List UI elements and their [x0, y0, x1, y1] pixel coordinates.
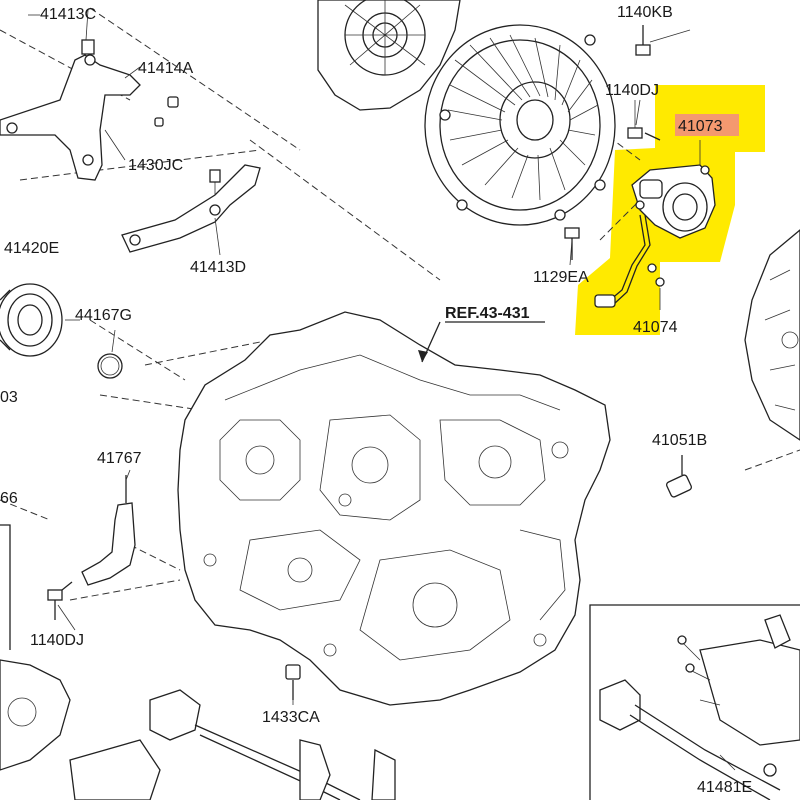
label-1430jc: 1430JC [128, 157, 183, 174]
bolt-1140dj-right [627, 100, 661, 141]
label-41051b: 41051B [652, 432, 707, 449]
label-41481e: 41481E [697, 779, 752, 796]
label-1140dj-right: 1140DJ [605, 82, 659, 99]
label-66: 66 [0, 490, 18, 507]
label-1140kb: 1140KB [617, 4, 673, 21]
bracket-41767 [81, 475, 136, 586]
engine-fragment-right [744, 229, 800, 441]
shift-cable-left [69, 689, 396, 800]
label-44167g: 44167G [75, 307, 132, 324]
hydraulic-line-41074 [594, 214, 665, 308]
label-highlight-41073 [675, 114, 739, 136]
clutch-cover [424, 24, 616, 226]
leader-lines [28, 14, 736, 771]
slave-cylinder-41073 [631, 140, 716, 239]
plug-41051b [665, 455, 693, 498]
label-1140dj-left: 1140DJ [30, 632, 84, 649]
label-41413d: 41413D [190, 259, 246, 276]
label-41420e: 41420E [4, 240, 59, 257]
label-03: 03 [0, 389, 18, 406]
clutch-disc [317, 0, 461, 111]
transaxle-housing [177, 311, 611, 706]
bearing-41420e [0, 283, 63, 357]
fork-41413d [121, 164, 261, 253]
bolt-1140kb [635, 25, 651, 56]
label-41414a: 41414A [138, 60, 193, 77]
label-1129ea: 1129EA [533, 269, 589, 286]
label-41767: 41767 [97, 450, 142, 467]
bolt-1140dj-left [47, 581, 73, 620]
bracket-41413c [0, 9, 141, 181]
inset-box-41481e [589, 604, 800, 800]
label-1433ca: 1433CA [262, 709, 320, 726]
label-ref-43-431: REF.43-431 [445, 305, 530, 322]
plug-1433ca [285, 664, 301, 700]
label-41074: 41074 [633, 319, 678, 336]
snapring-44167g [97, 353, 123, 379]
box-fragment-left [0, 524, 71, 771]
label-41413c: 41413C [40, 6, 96, 23]
label-41073: 41073 [678, 118, 723, 135]
pin-41414a [154, 96, 179, 127]
